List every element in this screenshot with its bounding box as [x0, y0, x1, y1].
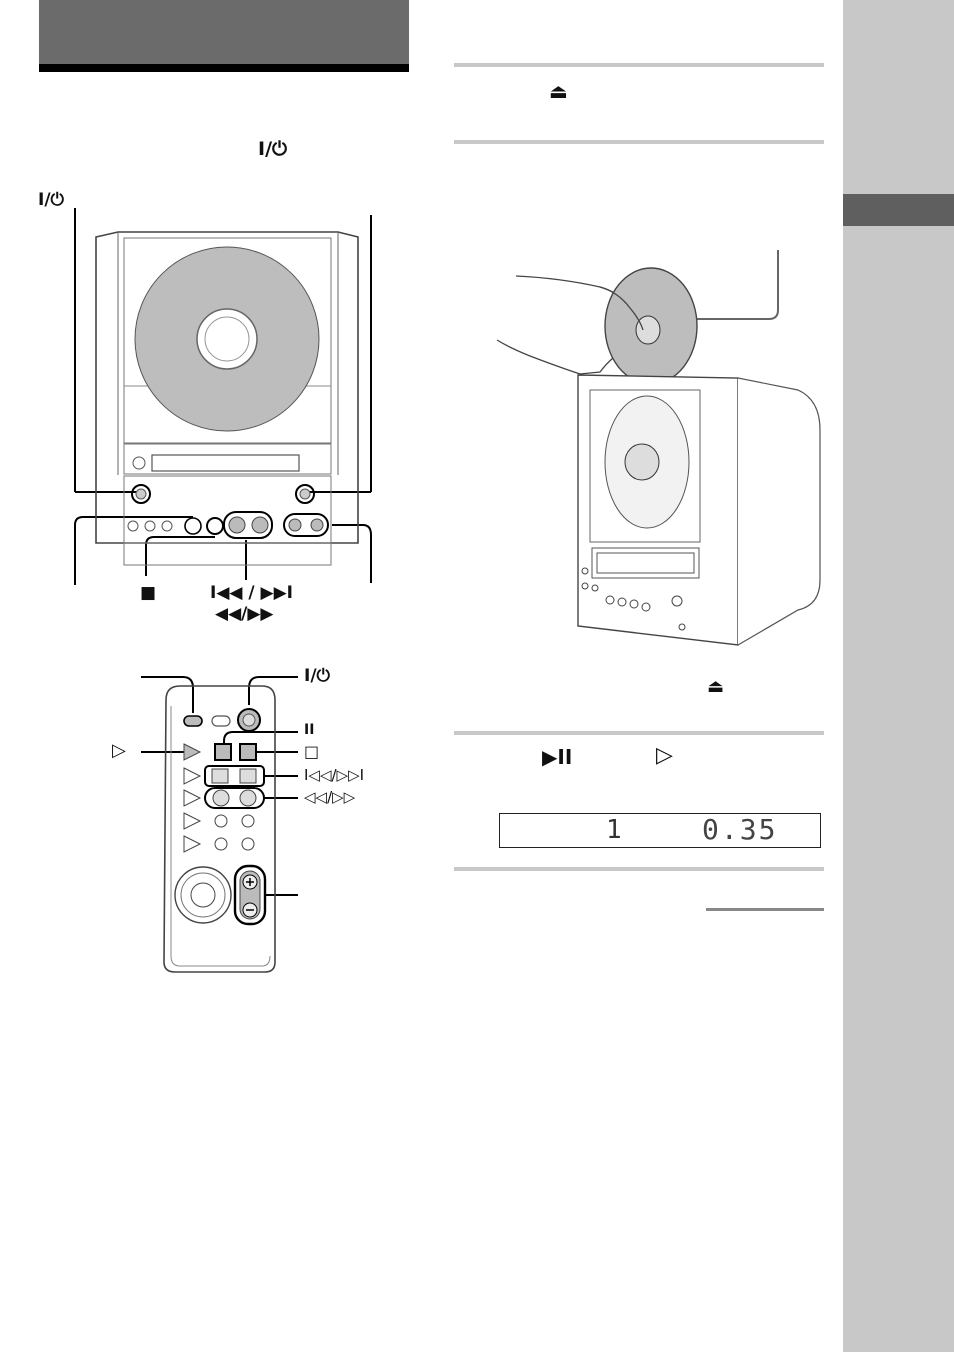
step3-play-pause-icon: ▶II — [542, 745, 573, 769]
step1-eject-icon: ⏏ — [549, 79, 568, 103]
step4-short-rule — [706, 908, 824, 911]
unit-power-label: I/⏻ — [38, 190, 64, 210]
remote-pause-label: II — [304, 722, 315, 738]
step1-rule — [454, 63, 824, 67]
intro-power-icon: I/⏻ — [258, 138, 288, 160]
step2-eject-icon: ⏏ — [707, 676, 725, 697]
section-header-block — [39, 0, 409, 64]
remote-search-label: ◁◁/▷▷ — [304, 788, 356, 806]
step4-rule — [454, 867, 824, 871]
display-panel — [499, 813, 821, 848]
step2-rule — [454, 140, 824, 144]
section-header-underline — [39, 64, 409, 72]
side-tab-marker — [843, 194, 954, 226]
step3-rule — [454, 731, 824, 735]
display-track: 1 — [606, 815, 622, 845]
remote-power-label: I/⏻ — [304, 666, 330, 686]
remote-stop-label: □ — [304, 742, 320, 761]
step3-remote-play-icon: ▷ — [656, 743, 673, 768]
remote-skip-label: I◁◁/▷▷I — [304, 766, 365, 784]
remote-play-label: ▷ — [112, 740, 126, 761]
unit-search-label: ◀◀/▶▶ — [215, 604, 274, 624]
unit-skip-label: I◀◀ / ▶▶I — [210, 583, 293, 603]
unit-stop-label: ■ — [140, 583, 157, 603]
display-time: 0.35 — [702, 813, 778, 846]
